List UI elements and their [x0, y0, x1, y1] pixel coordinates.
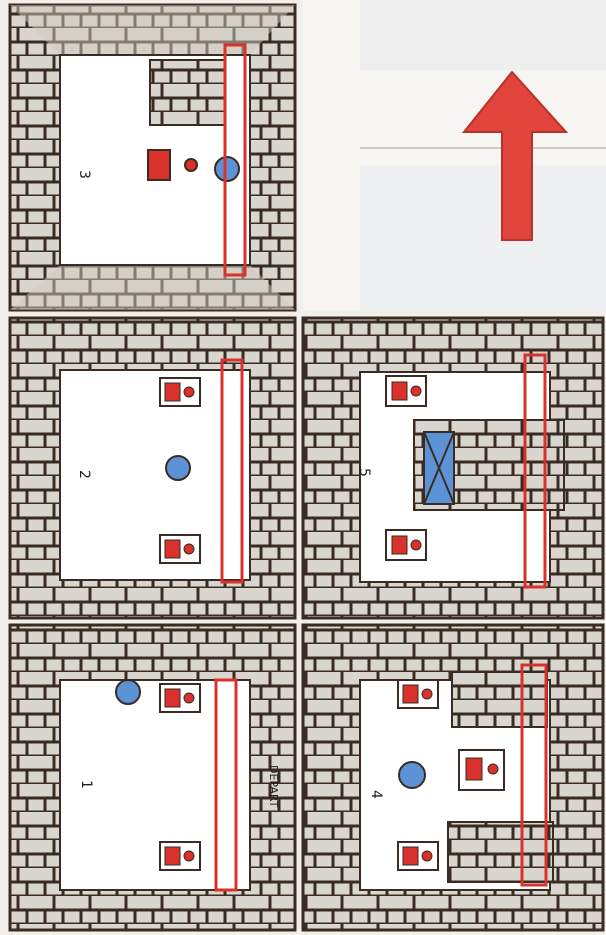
room-5-number: 5 [356, 468, 372, 477]
room-3-number: 3 [76, 170, 92, 179]
start-label: DÉPART [267, 765, 280, 808]
room-4: 4 [303, 625, 603, 930]
room-5: 5 [303, 318, 603, 618]
room-2-number: 2 [76, 470, 92, 479]
room-2: 2 [10, 318, 295, 618]
background-page-text [303, 0, 606, 310]
room-4-number: 4 [368, 790, 384, 799]
room-1: 1 DÉPART [10, 625, 295, 930]
room-1-number: 1 [78, 780, 94, 789]
room-3: 3 [10, 5, 295, 310]
